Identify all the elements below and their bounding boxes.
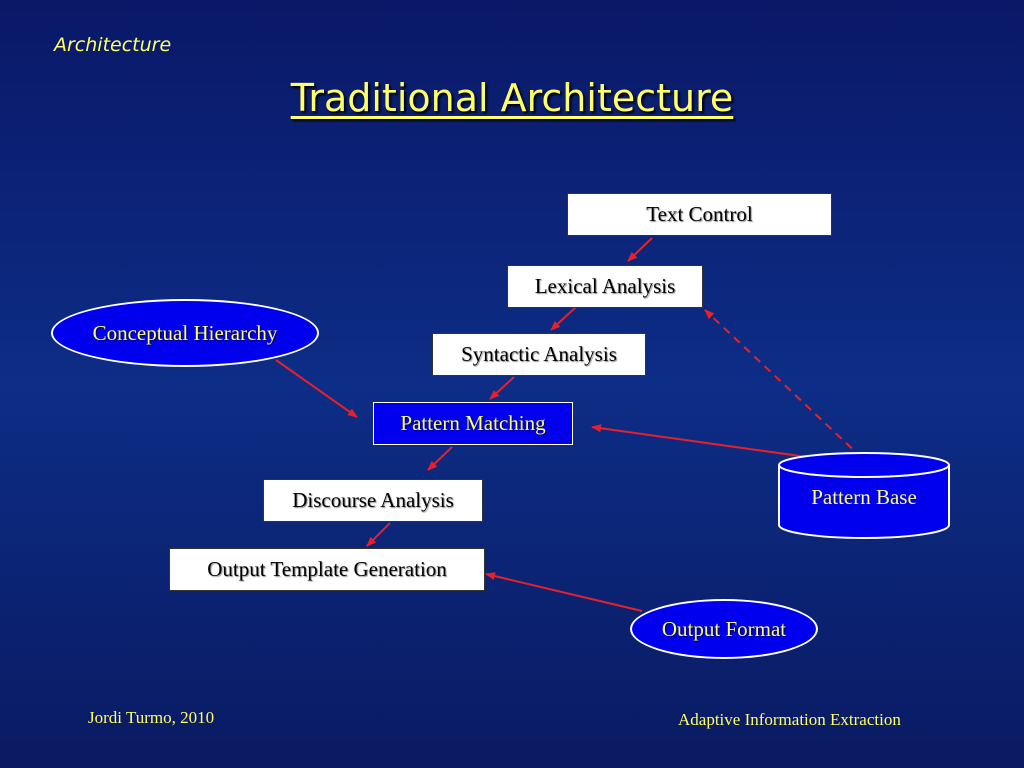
footer-course: Adaptive Information Extraction xyxy=(678,710,901,729)
node-pattern-matching: Pattern Matching xyxy=(373,402,573,445)
node-output-format: Output Format xyxy=(630,599,818,659)
footer-author: Jordi Turmo, 2010 xyxy=(88,708,215,727)
node-discourse-analysis: Discourse Analysis xyxy=(263,479,483,522)
node-lexical-analysis: Lexical Analysis xyxy=(507,265,703,308)
section-label: Architecture xyxy=(54,34,172,56)
slide-title: Traditional Architecture xyxy=(290,76,734,120)
node-text-control: Text Control xyxy=(567,193,832,236)
node-output-template-generation: Output Template Generation xyxy=(169,548,485,591)
arrow-pattern-matching-to-discourse xyxy=(427,446,453,471)
pattern-base-label: Pattern Base xyxy=(811,485,917,509)
arrow-discourse-to-output-template xyxy=(366,522,391,547)
arrow-text-control-to-lexical xyxy=(627,237,653,262)
arrow-pattern-base-to-lexical-dashed xyxy=(704,309,863,459)
database-cylinder-icon xyxy=(778,452,950,539)
node-conceptual-hierarchy: Conceptual Hierarchy xyxy=(51,299,319,367)
arrow-lexical-to-syntactic xyxy=(550,306,577,331)
arrow-output-format-to-output-template xyxy=(485,572,643,612)
arrow-pattern-base-to-pattern-matching xyxy=(591,424,837,462)
node-pattern-base: Pattern Base xyxy=(778,451,950,539)
arrow-conceptual-hierarchy-to-pattern-matching xyxy=(275,359,358,418)
node-syntactic-analysis: Syntactic Analysis xyxy=(432,333,646,376)
arrow-syntactic-to-pattern-matching xyxy=(489,376,515,400)
